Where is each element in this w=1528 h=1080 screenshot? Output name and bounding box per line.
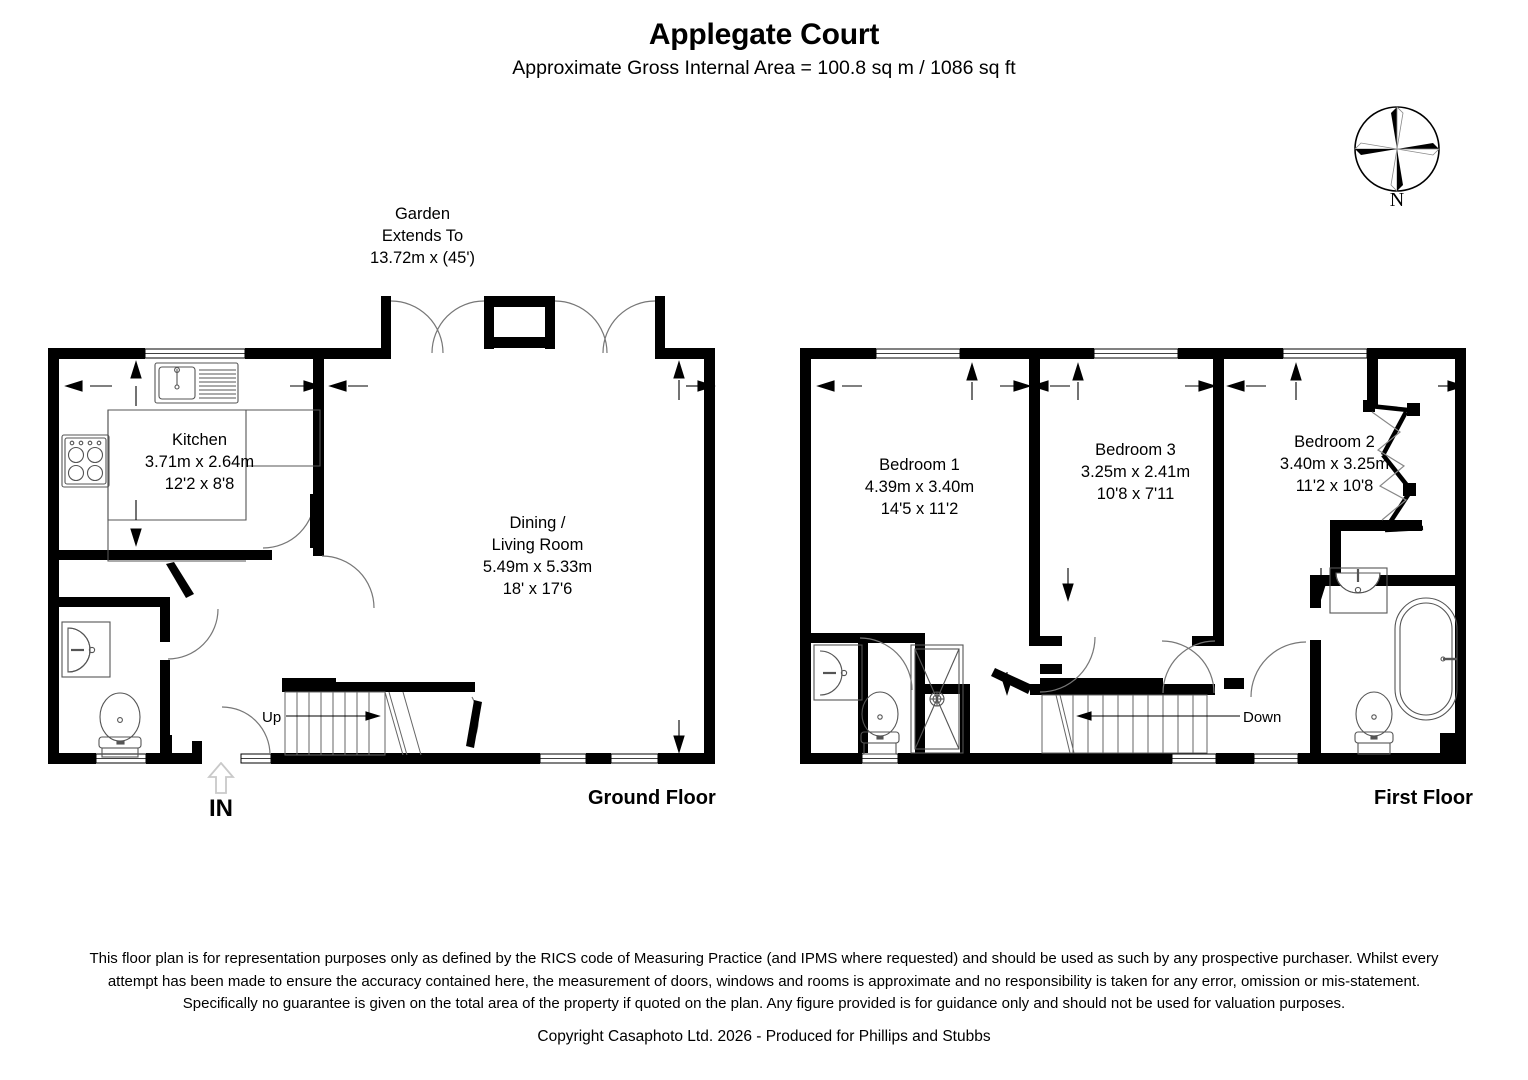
first-floor-staircase: [1041, 694, 1240, 754]
gross-internal-area-subtitle: Approximate Gross Internal Area = 100.8 …: [512, 57, 1016, 79]
ground-floor-door-leaves: [166, 494, 482, 748]
ground-floor-fixtures: [61, 362, 321, 758]
garden-extends-note: Garden Extends To 13.72m x (45'): [330, 204, 515, 270]
dimension-arrows: [64, 360, 1466, 754]
garden-note-line-1: Garden: [394, 205, 451, 223]
copyright-text: Copyright Casaphoto Ltd. 2026 - Produced…: [537, 1028, 991, 1045]
stair-direction-up: Up: [262, 709, 282, 726]
compass-rose: N: [1341, 105, 1453, 213]
compass-rose-icon: [1354, 106, 1440, 192]
compass-north-label: N: [1389, 189, 1405, 211]
first-floor-plan: [800, 348, 1466, 764]
disclaimer-text: This floor plan is for representation pu…: [89, 950, 1439, 1012]
first-floor-label: First Floor: [1374, 787, 1473, 809]
bedroom2-zigzag-thin: [1371, 411, 1408, 521]
bedroom2-zigzag-partition: [1369, 403, 1424, 533]
first-floor-walls: [800, 348, 1466, 764]
stair-direction-down: Down: [1243, 709, 1282, 726]
garden-note-line-2: Extends To: [381, 226, 464, 245]
garden-note-line-3: 13.72m x (45'): [370, 248, 475, 267]
ground-floor-label: Ground Floor: [588, 787, 716, 809]
first-floor-fixtures: [813, 567, 1458, 755]
first-floor-doors: [859, 636, 1307, 698]
page-title: Applegate Court: [648, 18, 880, 51]
ground-floor-plan: [48, 296, 715, 764]
ground-floor-staircase: [282, 678, 475, 756]
entrance-marker: IN: [196, 762, 246, 823]
ground-floor-walls: [48, 296, 715, 764]
entrance-arrow-icon: [207, 762, 235, 794]
entrance-label: IN: [209, 795, 233, 822]
page-header: Applegate Court Approximate Gross Intern…: [0, 18, 1528, 79]
